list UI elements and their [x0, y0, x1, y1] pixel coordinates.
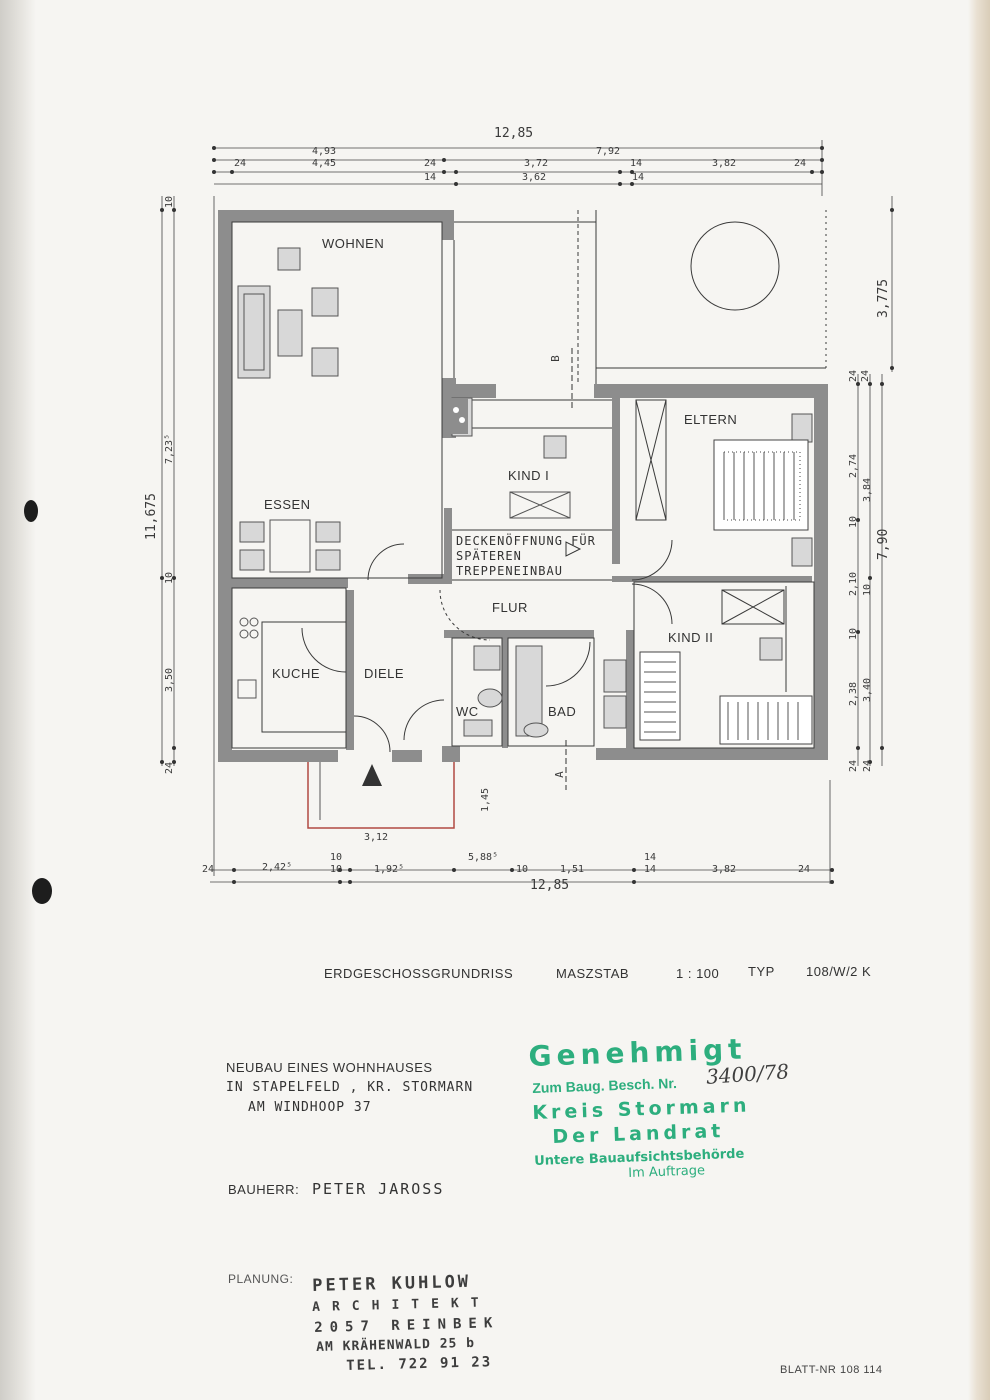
punch-hole-top: [24, 500, 38, 522]
dim-bottom-10c: 10: [516, 864, 529, 875]
section-mark-b: B: [548, 355, 562, 362]
dim-top-792: 7,92: [596, 146, 621, 157]
dim-right-3775: 3,775: [876, 278, 891, 318]
dim-right-210: 2,10: [848, 571, 859, 596]
dim-porch-width: 3,12: [364, 832, 389, 843]
walls: [218, 210, 828, 762]
dim-right-24c: 24: [848, 759, 859, 772]
dim-right-340: 3,40: [862, 677, 873, 702]
dim-right-790: 7,90: [876, 528, 891, 560]
dim-right-24d: 24: [862, 759, 873, 772]
dim-bottom-151: 1,51: [560, 864, 585, 875]
ceiling-opening-note: DECKENÖFFNUNG FÜR SPÄTEREN TREPPENEINBAU: [456, 534, 596, 578]
client-label: BAUHERR:: [228, 1182, 300, 1197]
client-name: PETER JAROSS: [312, 1180, 445, 1198]
room-label-wohnen: WOHNEN: [322, 236, 385, 251]
dim-left-10: 10: [164, 195, 175, 208]
section-mark-a: A: [552, 771, 566, 778]
dim-top-445: 4,45: [312, 158, 337, 169]
planning-label: PLANUNG:: [228, 1272, 294, 1286]
dim-top-382: 3,82: [712, 158, 737, 169]
entrance-arrow: [362, 764, 382, 786]
sheet-number-label: BLATT-NR: [780, 1364, 837, 1376]
room-label-eltern: ELTERN: [684, 412, 738, 427]
door-swings: [301, 539, 673, 753]
room-label-bad: BAD: [548, 704, 577, 719]
dim-right-384: 3,84: [862, 477, 873, 502]
dim-right-24b: 24: [860, 369, 871, 382]
type-value: 108/W/2 K: [806, 964, 872, 979]
dim-top-overall: 12,85: [494, 126, 534, 141]
dim-top-24b: 24: [424, 158, 437, 169]
room-label-flur: FLUR: [492, 600, 528, 615]
sheet-number-value: 108 114: [840, 1364, 883, 1376]
dim-top-372: 3,72: [524, 158, 549, 169]
scale-value: 1 : 100: [676, 966, 720, 981]
drawing-title: ERDGESCHOSSGRUNDRISS: [324, 966, 514, 981]
dim-bottom-10a: 10: [330, 852, 343, 863]
project-line-1: NEUBAU EINES WOHNHAUSES: [226, 1060, 433, 1075]
chimney: [446, 398, 468, 434]
dim-bottom-2425: 2,42⁵: [262, 862, 293, 873]
dim-bottom-14a: 14: [644, 852, 657, 863]
room-label-kind2: KIND II: [668, 630, 714, 645]
dim-left-overall: 11,675: [144, 493, 159, 540]
dim-top-14b: 14: [424, 172, 437, 183]
dimension-ticks: [160, 146, 894, 884]
dim-top-14a: 14: [630, 158, 643, 169]
kitchen-hob: [237, 617, 259, 699]
room-label-kueche: KUCHE: [272, 666, 321, 681]
room-label-kind1: KIND I: [508, 468, 550, 483]
dim-bottom-14b: 14: [644, 864, 657, 875]
dim-bottom-1925: 1,92⁵: [374, 864, 405, 875]
dim-left-24: 24: [164, 761, 175, 774]
project-line-3: AM WINDHOOP 37: [248, 1100, 372, 1115]
scale-label: MASZSTAB: [556, 966, 630, 981]
dim-right-10c: 10: [848, 627, 859, 640]
dim-top-14c: 14: [632, 172, 645, 183]
dim-top-493: 4,93: [312, 146, 337, 157]
dim-top-362: 3,62: [522, 172, 547, 183]
dim-right-10b: 10: [862, 583, 873, 596]
dim-left-350: 3,50: [164, 667, 175, 692]
dim-bottom-24b: 24: [798, 864, 811, 875]
dim-right-274: 2,74: [848, 453, 859, 478]
garden-circle: [690, 221, 780, 311]
furniture: [237, 247, 813, 738]
page-edge: [968, 0, 990, 1400]
room-label-diele: DIELE: [364, 666, 405, 681]
dim-bottom-24a: 24: [202, 864, 215, 875]
dim-right-238: 2,38: [848, 681, 859, 706]
dim-top-24a: 24: [234, 158, 247, 169]
dim-bottom-overall: 12,85: [530, 878, 570, 893]
punch-hole-bottom: [32, 878, 52, 904]
room-label-essen: ESSEN: [264, 497, 311, 512]
dim-bottom-382: 3,82: [712, 864, 737, 875]
dim-left-10b: 10: [164, 571, 175, 584]
binding-shadow: [0, 0, 36, 1400]
architect-stamp-name: PETER KUHLOW: [312, 1271, 472, 1296]
dim-bottom-5885: 5,88⁵: [468, 852, 499, 863]
dim-right-10a: 10: [848, 515, 859, 528]
beds: [639, 439, 813, 745]
project-line-2: IN STAPELFELD , KR. STORMARN: [226, 1080, 474, 1095]
dim-top-24c: 24: [794, 158, 807, 169]
type-label: TYP: [748, 964, 775, 979]
approval-stamp-line5: Im Auftrage: [628, 1163, 706, 1181]
dim-porch-depth: 1,45: [480, 787, 491, 812]
dim-bottom-10b: 10: [330, 864, 343, 875]
room-label-wc: WC: [456, 704, 479, 719]
porch-outline: [307, 762, 455, 829]
plan-lines: [231, 210, 827, 749]
dim-left-7235: 7,23⁵: [164, 433, 175, 464]
dim-right-24a: 24: [848, 369, 859, 382]
dimension-lines: [161, 140, 893, 884]
